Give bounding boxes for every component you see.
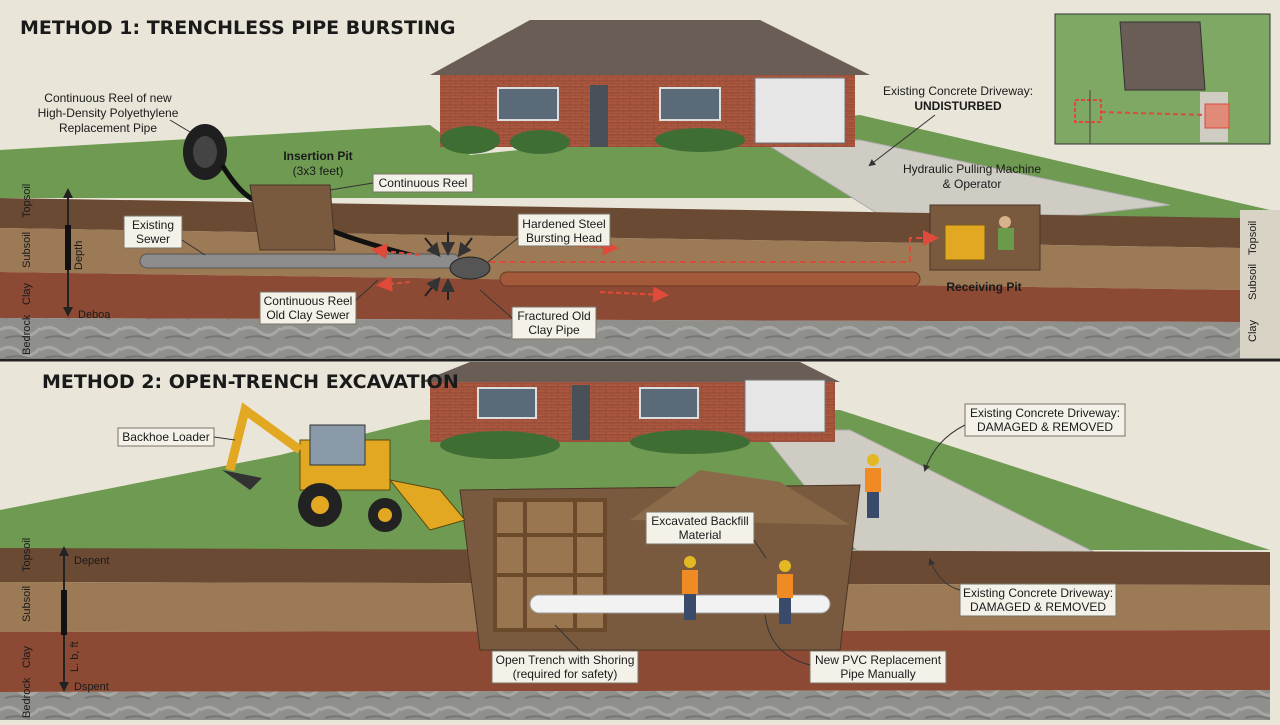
m1-depth-bottom: Deboa — [78, 309, 111, 321]
m1-receiving-pit — [929, 204, 1041, 271]
m1-insertion-pit-size: (3x3 feet) — [293, 164, 344, 178]
m1-pulling-machine-2: & Operator — [943, 177, 1002, 191]
m1-old-clay-leader — [355, 279, 379, 301]
m2-trench-box — [491, 650, 639, 684]
m1-old-clay-2: Old Clay Sewer — [266, 308, 349, 322]
m1-insertion-pit — [249, 184, 336, 251]
m2-worker-2 — [777, 560, 793, 624]
m2-driveway-bottom-2: DAMAGED & REMOVED — [970, 600, 1106, 614]
m2-driveway-top-1: Existing Concrete Driveway: — [970, 406, 1120, 420]
m2-trench-leader — [554, 624, 581, 652]
m1-right-strip — [1240, 210, 1280, 358]
m1-existing-sewer-1: Existing — [132, 218, 174, 232]
m2-depth-top: Depent — [74, 555, 109, 567]
m2-pvc-2: Pipe Manually — [840, 667, 915, 681]
m2-backfill-leader — [753, 539, 767, 559]
m1-house — [430, 20, 870, 154]
m2-driveway-top-leader — [923, 424, 966, 472]
m1-title: METHOD 1: TRENCHLESS PIPE BURSTING — [20, 17, 456, 39]
m1-depth-scale — [63, 188, 73, 317]
m1-new-hdpe-pipe — [139, 253, 461, 269]
m1-bursting-head-leader — [487, 237, 519, 263]
m1-left-layer-bedrock: Bedrock — [21, 314, 33, 355]
m1-inset-map — [1054, 13, 1271, 145]
m2-title: METHOD 2: OPEN-TRENCH EXCAVATION — [42, 371, 459, 393]
m1-bursting-head — [449, 256, 491, 280]
m2-left-layer-subsoil: Subsoil — [21, 586, 33, 622]
m1-existing-sewer-box — [123, 215, 183, 249]
method1-panel — [0, 13, 1280, 358]
m1-driveway-leader — [868, 114, 936, 167]
m1-reel-label-2: High-Density Polyethylene — [38, 106, 179, 120]
m2-left-layer-topsoil: Topsoil — [21, 538, 33, 572]
m2-backhoe-leader — [213, 436, 236, 441]
m1-fractured-2: Clay Pipe — [528, 323, 580, 337]
m1-fractured-leader — [479, 289, 513, 319]
m2-left-layer-bedrock: Bedrock — [21, 677, 33, 718]
m2-depth-mid: L. b, ft — [69, 641, 81, 672]
m1-receiving-pit-label: Receiving Pit — [946, 280, 1021, 294]
m1-right-layer-topsoil: Topsoil — [1247, 221, 1259, 255]
m2-driveway-bottom-1: Existing Concrete Driveway: — [963, 586, 1113, 600]
m1-pull-cable — [490, 230, 939, 263]
m1-left-layer-subsoil: Subsoil — [21, 232, 33, 268]
m1-driveway-line1: Existing Concrete Driveway: — [883, 84, 1033, 98]
m2-backhoe-label: Backhoe Loader — [122, 430, 209, 444]
m2-driveway-bottom-box — [959, 583, 1117, 617]
m1-bedrock-layer — [0, 318, 1240, 358]
m2-trench-1: Open Trench with Shoring — [496, 653, 635, 667]
method2-panel — [0, 362, 1270, 720]
m2-pvc-pipe — [529, 594, 831, 614]
m2-driveway-top-2: DAMAGED & REMOVED — [977, 420, 1113, 434]
m2-left-layer-clay: Clay — [21, 645, 33, 668]
m1-depth-top: Depth — [73, 241, 85, 270]
m1-left-layer-clay: Clay — [21, 282, 33, 305]
m2-backfill-pile — [630, 470, 850, 525]
m2-backfill-1: Excavated Backfill — [651, 514, 748, 528]
m1-insertion-pit-title: Insertion Pit — [283, 149, 352, 163]
m1-bursting-head-box — [517, 213, 611, 247]
m1-fractured-box — [511, 306, 597, 340]
m2-pvc-box — [809, 650, 947, 684]
m2-backfill-box — [645, 511, 755, 545]
m1-left-layer-topsoil: Topsoil — [21, 184, 33, 218]
m2-worker-3 — [865, 454, 881, 518]
m2-driveway-bottom-leader — [928, 558, 961, 591]
m2-house — [420, 362, 840, 459]
m1-existing-sewer-2: Sewer — [136, 232, 170, 246]
m1-pressure-arrows — [424, 232, 473, 300]
m2-backhoe-loader — [222, 402, 466, 532]
m1-old-clay-1: Continuous Reel — [264, 294, 353, 308]
m2-depth-scale — [59, 546, 69, 692]
m1-reel-leader — [169, 119, 191, 133]
m1-right-layer-clay: Clay — [1247, 319, 1259, 342]
m2-bedrock-layer — [0, 690, 1270, 720]
m1-fractured-1: Fractured Old — [517, 309, 590, 323]
m1-existing-sewer-leader — [181, 239, 206, 256]
m1-pulling-machine-1: Hydraulic Pulling Machine — [903, 162, 1041, 176]
m1-continuous-reel-leader — [329, 182, 374, 191]
m1-bursting-head-1: Hardened Steel — [522, 217, 605, 231]
m2-driveway-top-box — [964, 403, 1126, 437]
m2-backfill-2: Material — [679, 528, 722, 542]
m1-old-clay-pipe — [499, 271, 921, 287]
m2-depth-bottom: Dspent — [74, 681, 109, 693]
m1-reel-label-1: Continuous Reel of new — [44, 91, 172, 105]
m1-bursting-head-2: Bursting Head — [526, 231, 602, 245]
m1-reel-label-3: Replacement Pipe — [59, 121, 157, 135]
m2-worker-1 — [682, 556, 698, 620]
m2-trench-2: (required for safety) — [513, 667, 618, 681]
m2-pvc-1: New PVC Replacement — [815, 653, 942, 667]
m1-driveway-line2: UNDISTURBED — [914, 99, 1002, 113]
m1-continuous-reel: Continuous Reel — [379, 176, 468, 190]
m1-old-clay-box — [259, 291, 357, 325]
m2-pvc-leader — [764, 614, 811, 666]
m1-right-layer-subsoil: Subsoil — [1247, 264, 1259, 300]
